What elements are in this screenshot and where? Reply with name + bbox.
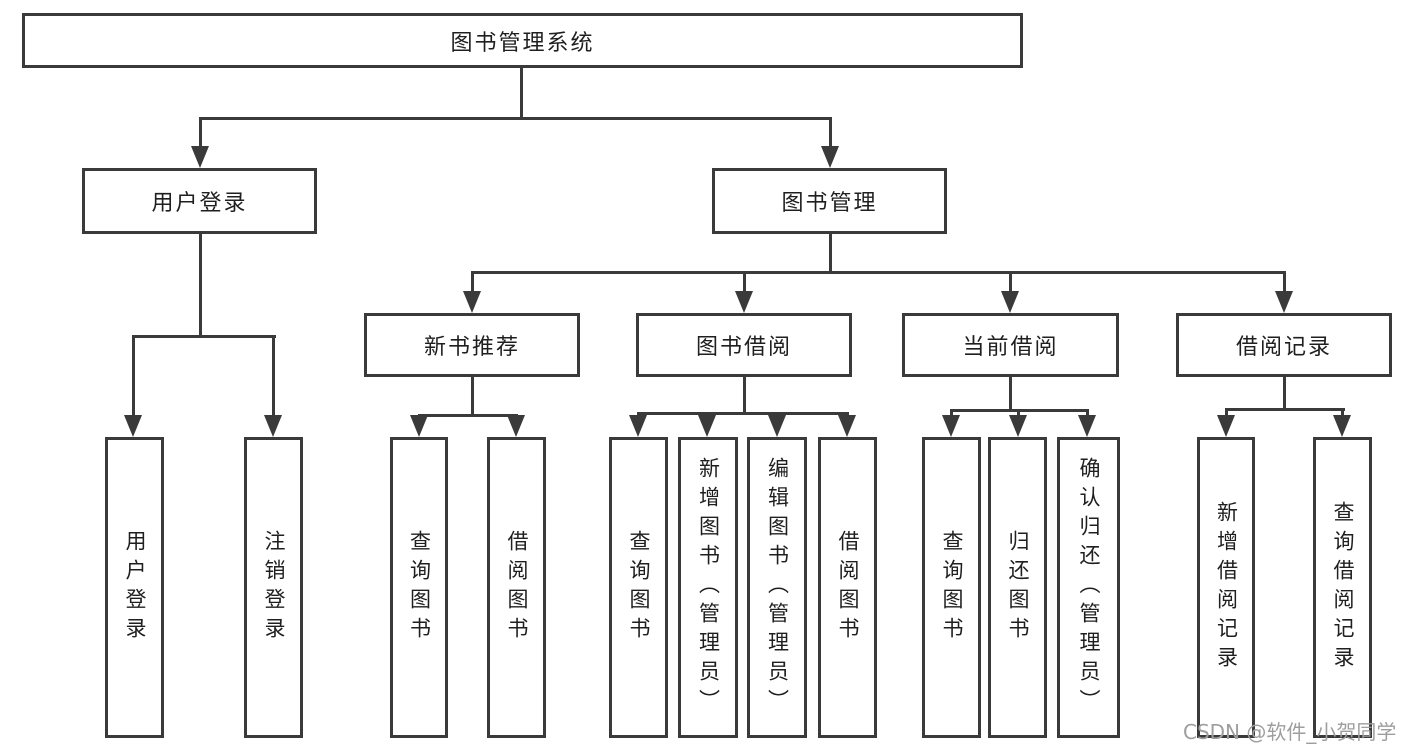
connector-line (471, 271, 1286, 274)
connector-line (199, 234, 202, 336)
leaf-query-book-recommend-label: 查询图书 (407, 529, 432, 646)
leaf-return-book: 归还图书 (988, 437, 1047, 738)
leaf-logout: 注销登录 (244, 437, 303, 738)
node-new-book-recommend-label: 新书推荐 (423, 335, 520, 360)
connector-line (1017, 409, 1020, 418)
leaf-add-borrow-record-label: 新增借阅记录 (1214, 500, 1239, 675)
leaf-borrow-book: 借阅图书 (818, 437, 877, 738)
arrow-down-icon (698, 415, 716, 437)
arrow-down-icon (1078, 415, 1096, 437)
node-root: 图书管理系统 (22, 13, 1023, 68)
connector-line (950, 409, 953, 418)
arrow-down-icon (463, 291, 481, 313)
leaf-user-login-label: 用户登录 (123, 529, 147, 646)
arrow-down-icon (1275, 291, 1293, 313)
node-book-borrowing: 图书借阅 (636, 313, 852, 377)
connector-line (829, 233, 832, 273)
arrow-down-icon (1001, 291, 1019, 313)
leaf-query-book-current: 查询图书 (922, 437, 981, 738)
connector-line (743, 377, 746, 414)
leaf-query-book-borrowing: 查询图书 (609, 437, 668, 738)
leaf-query-book-borrowing-label: 查询图书 (627, 529, 651, 646)
leaf-borrow-book-recommend-label: 借阅图书 (505, 529, 529, 646)
watermark: CSDN @软件_小贺同学 (1183, 720, 1397, 744)
connector-line (418, 414, 518, 417)
node-current-borrowing: 当前借阅 (902, 313, 1119, 377)
connector-line (1009, 271, 1012, 292)
node-book-management: 图书管理 (712, 168, 947, 234)
connector-line (1225, 408, 1345, 411)
connector-line (1086, 409, 1089, 418)
arrow-down-icon (410, 415, 428, 437)
connector-line (471, 271, 474, 292)
leaf-borrow-book-label: 借阅图书 (836, 529, 860, 646)
arrow-down-icon (768, 415, 786, 437)
connector-line (520, 68, 523, 118)
leaf-borrow-book-recommend: 借阅图书 (487, 437, 546, 738)
connector-line (1283, 377, 1286, 410)
connector-line (272, 335, 275, 416)
connector-line (1225, 408, 1228, 418)
node-borrowing-records-label: 借阅记录 (1235, 335, 1332, 360)
node-book-management-label: 图书管理 (781, 191, 878, 216)
connector-line (471, 377, 474, 416)
arrow-down-icon (191, 146, 209, 168)
leaf-confirm-return-admin-label: 确认归还（管理员） (1077, 457, 1101, 718)
leaf-edit-book-admin: 编辑图书（管理员） (747, 437, 807, 738)
arrow-down-icon (1009, 415, 1027, 437)
arrow-down-icon (942, 415, 960, 437)
leaf-edit-book-admin-label: 编辑图书（管理员） (765, 457, 790, 718)
connector-line (1283, 271, 1286, 292)
node-new-book-recommend: 新书推荐 (364, 313, 580, 377)
arrow-down-icon (124, 415, 142, 437)
leaf-add-book-admin: 新增图书（管理员） (678, 437, 738, 738)
node-current-borrowing-label: 当前借阅 (962, 335, 1059, 360)
node-borrowing-records: 借阅记录 (1176, 313, 1392, 377)
arrow-down-icon (838, 415, 856, 437)
arrow-down-icon (821, 146, 839, 168)
leaf-add-book-admin-label: 新增图书（管理员） (696, 457, 721, 718)
leaf-logout-label: 注销登录 (262, 529, 286, 646)
connector-line (1341, 408, 1344, 418)
connector-line (199, 117, 832, 120)
arrow-down-icon (507, 415, 525, 437)
arrow-down-icon (1333, 415, 1351, 437)
arrow-down-icon (629, 415, 647, 437)
arrow-down-icon (264, 415, 282, 437)
node-root-label: 图书管理系统 (450, 30, 595, 56)
connector-line (1009, 377, 1012, 411)
node-user-login: 用户登录 (82, 168, 317, 234)
leaf-query-borrow-record-label: 查询借阅记录 (1331, 500, 1355, 675)
leaf-query-borrow-record: 查询借阅记录 (1313, 437, 1372, 738)
leaf-query-book-recommend: 查询图书 (390, 437, 448, 738)
leaf-add-borrow-record: 新增借阅记录 (1197, 437, 1255, 738)
arrow-down-icon (735, 291, 753, 313)
node-user-login-label: 用户登录 (151, 191, 248, 216)
connector-line (637, 412, 849, 415)
connector-line (743, 271, 746, 292)
leaf-query-book-current-label: 查询图书 (940, 529, 964, 646)
connector-line (829, 117, 832, 147)
connector-line (199, 117, 202, 147)
leaf-user-login: 用户登录 (105, 437, 164, 738)
arrow-down-icon (1217, 415, 1235, 437)
leaf-confirm-return-admin: 确认归还（管理员） (1057, 437, 1120, 738)
connector-line (132, 335, 135, 416)
leaf-return-book-label: 归还图书 (1006, 529, 1030, 646)
node-book-borrowing-label: 图书借阅 (695, 335, 792, 360)
connector-line (132, 335, 276, 338)
